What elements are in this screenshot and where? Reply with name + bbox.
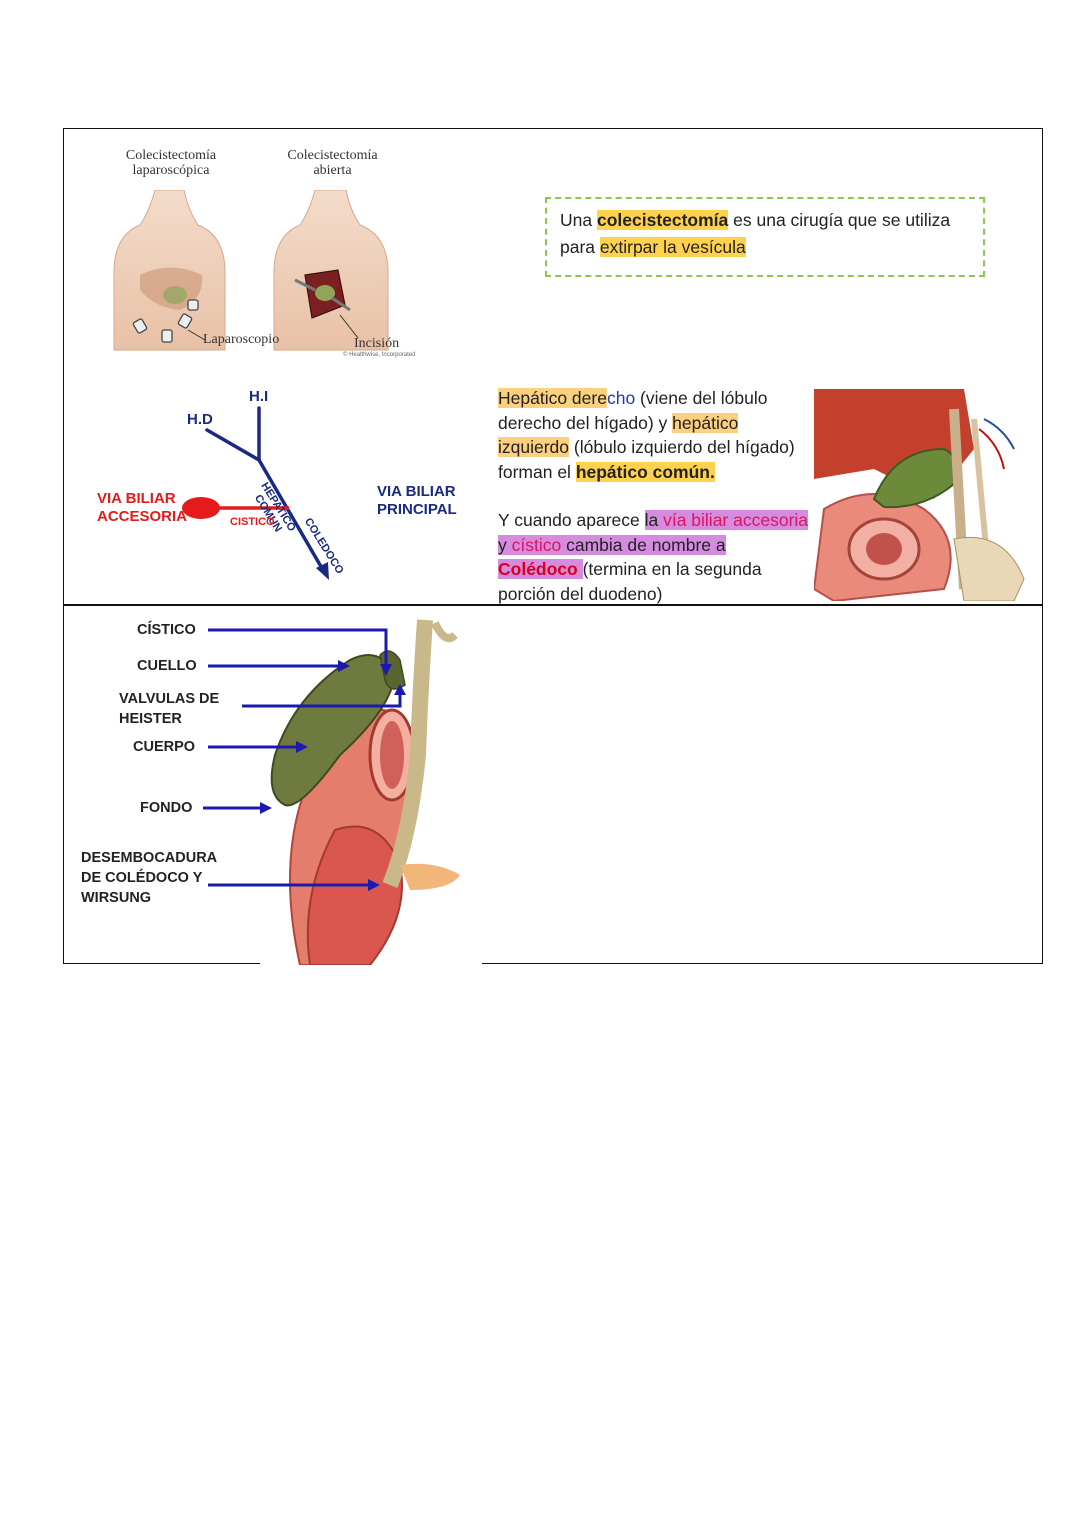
credit-label: © Healthwise, Incorporated — [343, 352, 416, 358]
gallbladder-anatomy-image — [260, 615, 482, 965]
desembocadura-label: DESEMBOCADURA DE COLÉDOCO Y WIRSUNG — [81, 850, 217, 906]
content-frame — [63, 128, 1043, 964]
laparoscopio-label: Laparoscopio — [203, 332, 280, 347]
incision-label: Incisión — [354, 336, 400, 351]
cuerpo-label: CUERPO — [133, 739, 196, 755]
cuello-label: CUELLO — [137, 658, 197, 674]
valvulas-label: VALVULAS DE HEISTER — [119, 691, 220, 727]
term-colecistectomia: colecistectomía — [596, 210, 729, 230]
coledoco-paragraph: Y cuando aparece la vía biliar accesoria… — [498, 510, 809, 604]
hd-label: H.D — [187, 411, 213, 428]
cistico-label: CISTICO — [230, 516, 275, 528]
hi-label: H.I — [249, 388, 269, 405]
cistico-anat-label: CÍSTICO — [137, 622, 196, 638]
via-principal-label: VIA BILIAR PRINCIPAL — [377, 483, 457, 518]
definition-text: Una colecistectomía es una cirugía que s… — [560, 210, 951, 257]
lap-title: Colecistectomía laparoscópica — [125, 148, 217, 178]
hepatico-paragraph: Hepático derecho (viene del lóbulo derec… — [498, 388, 795, 482]
biliary-tree-diagram — [182, 406, 329, 580]
via-accesoria-label: VIA BILIAR ACCESORIA — [97, 490, 188, 525]
open-title: Colecistectomía abierta — [287, 148, 378, 178]
definition-box — [545, 197, 985, 277]
surgery-illustration — [113, 190, 389, 351]
row-divider — [63, 604, 1043, 606]
term-extirpar: extirpar la vesícula — [599, 237, 746, 257]
fondo-label: FONDO — [140, 800, 193, 816]
gallbladder-duodenum-image — [814, 389, 1042, 601]
